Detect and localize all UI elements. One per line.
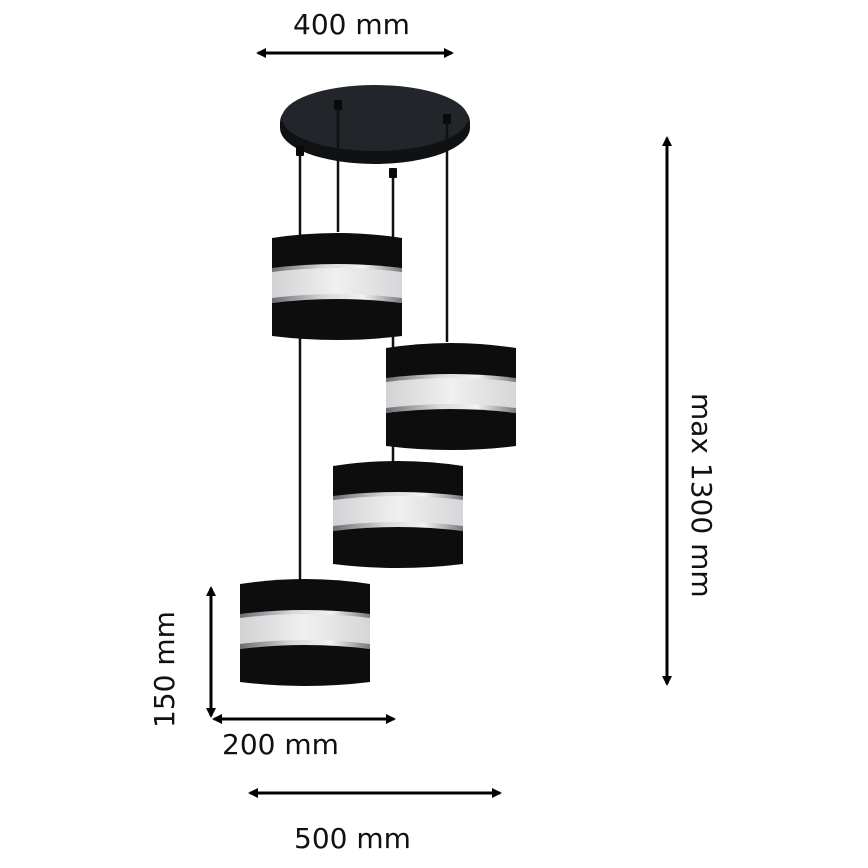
shade-height-label: 150 mm	[148, 611, 181, 728]
cord-sockets	[296, 100, 451, 178]
shade-4	[240, 579, 370, 686]
shade-width-label: 200 mm	[222, 728, 339, 761]
canopy-width-label: 400 mm	[293, 8, 410, 41]
total-height-label: max 1300 mm	[685, 393, 718, 598]
ceiling-canopy	[280, 85, 470, 164]
shade-3	[333, 461, 463, 568]
shade-1	[272, 233, 402, 340]
shade-2	[386, 343, 516, 450]
overall-width-label: 500 mm	[294, 822, 411, 855]
